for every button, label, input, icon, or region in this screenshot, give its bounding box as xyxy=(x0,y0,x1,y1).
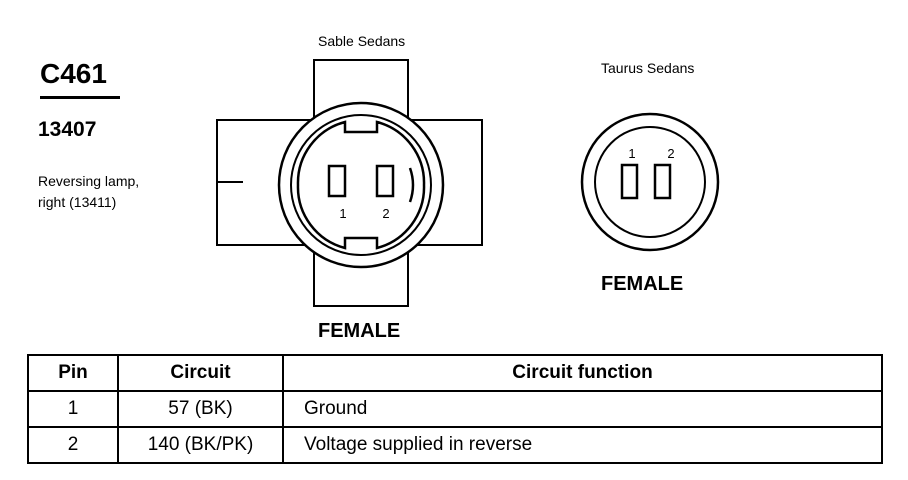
pin-cell: 1 xyxy=(27,390,119,428)
sable-keyed-insert xyxy=(296,120,426,250)
sable-key-rib xyxy=(408,167,415,203)
part-number: 13407 xyxy=(38,118,97,141)
sable-terminal-1 xyxy=(327,164,347,198)
pin-cell: 2 xyxy=(27,426,119,464)
description-line-2: right (13411) xyxy=(38,194,117,210)
function-cell: Voltage supplied in reverse xyxy=(282,426,883,464)
taurus-outer-ring xyxy=(580,112,720,252)
taurus-pin-1-label: 1 xyxy=(628,146,635,161)
header-circuit-function: Circuit function xyxy=(282,354,883,392)
table-row: 2 140 (BK/PK) Voltage supplied in revers… xyxy=(27,426,883,464)
sable-pin-1-label: 1 xyxy=(339,206,346,221)
header-pin: Pin xyxy=(27,354,119,392)
circuit-cell: 57 (BK) xyxy=(117,390,284,428)
taurus-sedans-label: Taurus Sedans xyxy=(601,60,695,76)
taurus-connector-drawing xyxy=(580,112,720,252)
connector-diagrams: 1 2 1 2 xyxy=(216,59,720,307)
pin-circuit-table: Pin Circuit Circuit function 1 57 (BK) G… xyxy=(27,354,883,464)
sable-terminal-2 xyxy=(375,164,395,198)
connector-id-underline xyxy=(40,96,120,99)
taurus-inner-ring xyxy=(594,126,706,238)
taurus-gender-label: FEMALE xyxy=(601,273,684,295)
table-row: 1 57 (BK) Ground xyxy=(27,390,883,428)
table-header-row: Pin Circuit Circuit function xyxy=(27,354,883,392)
circuit-cell: 140 (BK/PK) xyxy=(117,426,284,464)
function-cell: Ground xyxy=(282,390,883,428)
sable-gender-label: FEMALE xyxy=(318,320,401,342)
taurus-pin-2-label: 2 xyxy=(667,146,674,161)
header-circuit: Circuit xyxy=(117,354,284,392)
sable-inner-ring xyxy=(290,114,432,256)
taurus-terminal-1 xyxy=(620,163,639,200)
sable-pin-2-label: 2 xyxy=(382,206,389,221)
connector-id: C461 xyxy=(40,58,107,89)
taurus-terminal-2 xyxy=(653,163,672,200)
description-line-1: Reversing lamp, xyxy=(38,173,140,189)
sable-connector-drawing xyxy=(216,59,483,307)
sable-sedans-label: Sable Sedans xyxy=(318,33,406,49)
